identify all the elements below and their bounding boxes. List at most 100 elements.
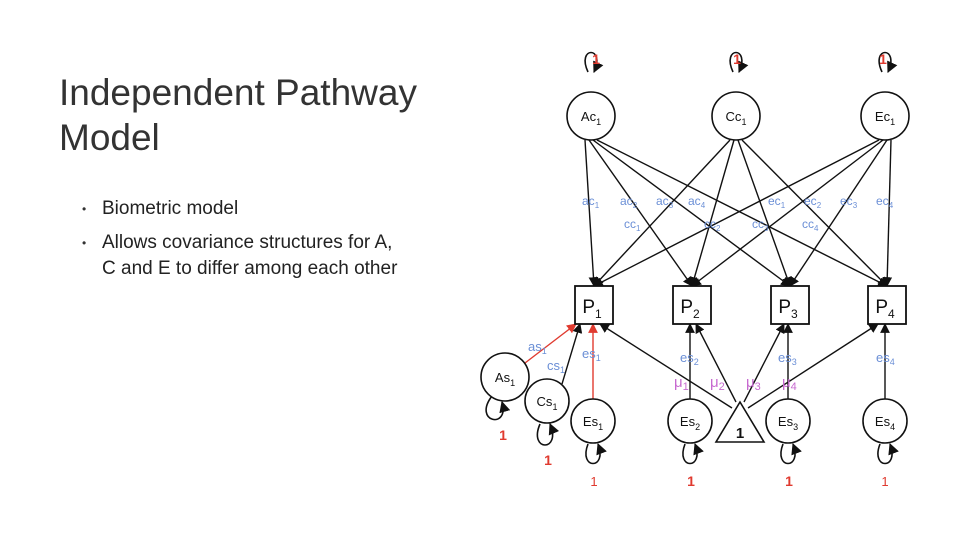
node-cc1 [711, 91, 761, 141]
path-cs1: cs1 [547, 358, 565, 375]
variance-value-cs1: 1 [544, 452, 552, 468]
path-cc1: cc1 [624, 217, 641, 233]
node-ec1-label: Ec1 [875, 109, 895, 127]
path-line-mu4 [747, 323, 879, 409]
node-ec1 [860, 91, 910, 141]
path-line-cc2 [689, 139, 735, 287]
variance-value-c: 1 [733, 51, 741, 67]
variance-value-es2: 1 [687, 473, 695, 489]
path-ac4: ac4 [688, 194, 706, 210]
path-line-cc4 [741, 139, 888, 287]
path-line-ec1 [593, 139, 880, 287]
specific-factor-cs1: 1 Cs1 [524, 378, 570, 468]
common-factor-a: 1 Ac1 [566, 51, 616, 141]
bullet-icon: • [82, 236, 87, 250]
bullet-item: • Allows covariance structures for A, C … [80, 230, 460, 282]
path-es3: es3 [778, 350, 797, 367]
box-p3 [770, 285, 810, 325]
path-ac2: ac2 [620, 194, 638, 210]
triangle-shape [714, 400, 766, 443]
node-as1 [480, 352, 530, 402]
path-es2: es2 [680, 350, 699, 367]
variance-loop-a [584, 51, 604, 74]
variance-value-es3: 1 [785, 473, 793, 489]
path-line-cs1 [561, 323, 583, 385]
variance-value-e: 1 [879, 51, 887, 67]
box-p2 [672, 285, 712, 325]
path-ec3: ec3 [840, 194, 858, 210]
specific-factor-es3: 1 Es3 [765, 398, 811, 489]
path-lines [524, 139, 893, 409]
mean-mu2: μ2 [710, 374, 725, 393]
path-ec1: ec1 [768, 194, 786, 210]
variance-loop-cs1 [536, 422, 560, 446]
common-factor-e: 1 Ec1 [860, 51, 910, 141]
variance-value-as1: 1 [499, 427, 507, 443]
variance-value-a: 1 [592, 51, 600, 67]
mean-labels: μ1 μ2 μ3 μ4 [674, 374, 797, 393]
node-es3 [765, 398, 811, 444]
path-ec4: ec4 [876, 194, 894, 210]
path-line-mu2 [695, 323, 737, 403]
variance-loop-es4 [877, 442, 899, 465]
variance-loop-es2 [682, 442, 704, 465]
specific-factor-es4: 1 Es4 [862, 398, 908, 489]
specific-factor-as1: 1 As1 [480, 352, 530, 443]
variance-loop-es1 [585, 442, 607, 465]
slide-title-line1: Independent Pathway [59, 72, 417, 113]
path-line-ac3 [592, 139, 791, 287]
path-ec2: ec2 [804, 194, 822, 210]
path-line-ec4 [882, 139, 893, 287]
box-p1 [574, 285, 614, 325]
bullet-list: • Biometric model • Allows covariance st… [80, 196, 460, 290]
node-cs1-label: Cs1 [537, 394, 558, 412]
common-path-labels: ac1 ac2 ac3 ac4 cc1 cc2 cc3 cc4 ec1 ec2 … [582, 194, 894, 233]
path-line-ec2 [691, 139, 884, 287]
mean-mu3: μ3 [746, 374, 761, 393]
path-es1: es1 [582, 346, 601, 363]
path-line-ac4 [596, 139, 888, 287]
variance-value-es1: 1 [590, 474, 597, 489]
mean-mu4: μ4 [782, 374, 797, 393]
path-line-ec3 [789, 139, 888, 287]
node-cc1-label: Cc1 [726, 109, 747, 127]
path-line-cc1 [593, 139, 731, 287]
node-cs1 [524, 378, 570, 424]
node-ac1-label: Ac1 [581, 109, 601, 127]
path-ac3: ac3 [656, 194, 674, 210]
node-es4 [862, 398, 908, 444]
bullet-text: Allows covariance structures for A, [102, 232, 393, 253]
path-as1: as1 [528, 339, 547, 356]
path-cc2: cc2 [704, 217, 721, 233]
path-diagram: 1 Ac1 1 Cc1 1 Ec1 ac1 ac2 ac3 ac4 cc1 cc… [480, 51, 910, 489]
specific-path-labels: as1 cs1 es1 es2 es3 es4 [528, 339, 895, 375]
path-line-mu3 [743, 323, 785, 403]
node-ac1 [566, 91, 616, 141]
specific-factor-es2: 1 Es2 [667, 398, 713, 489]
variance-loop-e [878, 51, 898, 74]
constant-value: 1 [736, 425, 744, 442]
node-es3-label: Es3 [778, 414, 798, 432]
node-es2 [667, 398, 713, 444]
path-line-ac2 [588, 139, 693, 287]
node-es1-label: Es1 [583, 414, 603, 432]
node-es4-label: Es4 [875, 414, 895, 432]
phenotype-p2: P2 [672, 285, 712, 325]
bullet-text-cont: C and E to differ among each other [102, 258, 398, 279]
constant-triangle: 1 [714, 400, 766, 443]
phenotype-p3: P3 [770, 285, 810, 325]
path-line-cc3 [737, 139, 792, 287]
phenotype-p1: P1 [574, 285, 614, 325]
path-es4: es4 [876, 350, 895, 367]
bullet-text: Biometric model [102, 198, 239, 219]
path-ac1: ac1 [582, 194, 600, 210]
path-cc4: cc4 [802, 217, 819, 233]
box-p2-label: P2 [680, 297, 700, 321]
mean-mu1: μ1 [674, 374, 689, 393]
node-as1-label: As1 [495, 370, 515, 388]
bullet-icon: • [82, 202, 87, 216]
specific-factor-es1: 1 Es1 [570, 398, 616, 489]
path-cc3: cc3 [752, 217, 769, 233]
variance-loop-as1 [485, 395, 511, 421]
common-factor-c: 1 Cc1 [711, 51, 761, 141]
